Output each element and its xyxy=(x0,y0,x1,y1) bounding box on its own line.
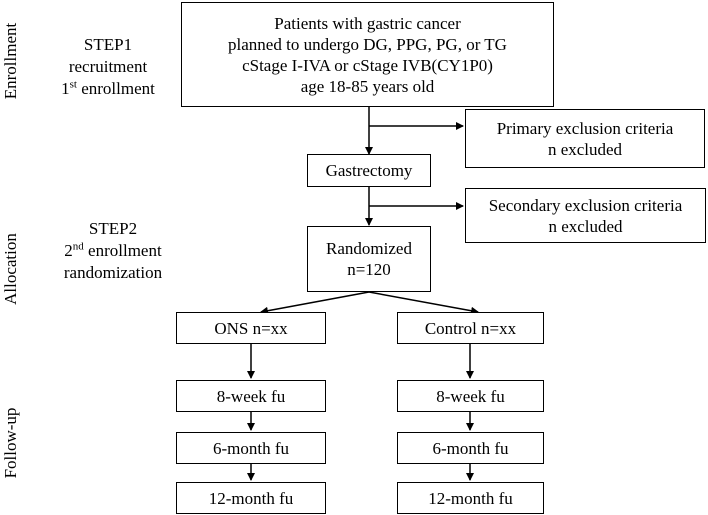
step2-ordinal-suffix: nd xyxy=(72,240,84,253)
control-6month-box: 6-month fu xyxy=(397,432,544,464)
side-label-allocation: Allocation xyxy=(1,233,20,305)
side-label-followup: Follow-up xyxy=(1,407,20,479)
ons-6month-label: 6-month fu xyxy=(212,438,290,458)
control-8week-label: 8-week fu xyxy=(436,386,505,406)
arrow-randomized-to-ons xyxy=(260,291,370,315)
step1-recruitment: recruitment xyxy=(68,57,148,76)
secondary-exclusion-count: n excluded xyxy=(548,216,623,236)
ons-12month-box: 12-month fu xyxy=(176,482,326,514)
patients-box: Patients with gastric cancer planned to … xyxy=(181,2,554,107)
step2-enrollment: 2nd enrollment xyxy=(38,240,188,262)
secondary-exclusion-box: Secondary exclusion criteria n excluded xyxy=(465,188,706,243)
ons-8week-label: 8-week fu xyxy=(216,386,286,406)
control-group-label: Control n=xx xyxy=(424,318,517,338)
control-12month-label: 12-month fu xyxy=(428,488,513,508)
step1-enrollment: 1st enrollment xyxy=(38,78,178,100)
patients-line-1: Patients with gastric cancer xyxy=(274,13,461,33)
step1-ordinal-suffix: st xyxy=(69,78,77,91)
ons-group-box: ONS n=xx xyxy=(176,312,326,344)
control-8week-box: 8-week fu xyxy=(397,380,544,412)
randomized-label: Randomized xyxy=(326,239,412,258)
step2-ordinal: 2 xyxy=(64,241,73,260)
ons-6month-box: 6-month fu xyxy=(176,432,326,464)
patients-line-2: planned to undergo DG, PPG, PG, or TG xyxy=(228,34,507,54)
patients-line-3: cStage I-IVA or cStage IVB(CY1P0) xyxy=(242,55,493,75)
primary-exclusion-count: n excluded xyxy=(547,139,623,159)
step2-label: STEP2 2nd enrollment randomization xyxy=(38,218,188,284)
step2-randomization: randomization xyxy=(63,263,163,282)
step1-enrollment-text: enrollment xyxy=(76,79,155,98)
step1-title: STEP1 xyxy=(83,35,133,54)
randomized-box: Randomized n=120 xyxy=(307,226,431,292)
step2-title: STEP2 xyxy=(88,219,138,238)
gastrectomy-box: Gastrectomy xyxy=(307,154,431,187)
control-6month-label: 6-month fu xyxy=(432,438,509,458)
randomized-count: n=120 xyxy=(347,260,391,279)
step1-label: STEP1 recruitment 1st enrollment xyxy=(38,34,178,100)
side-label-enrollment: Enrollment xyxy=(1,22,20,100)
step2-enrollment-text: enrollment xyxy=(83,241,162,260)
control-group-box: Control n=xx xyxy=(397,312,544,344)
gastrectomy-label: Gastrectomy xyxy=(325,161,413,180)
control-12month-box: 12-month fu xyxy=(397,482,544,514)
step1-ordinal: 1 xyxy=(61,79,70,98)
ons-group-label: ONS n=xx xyxy=(214,318,288,338)
ons-12month-label: 12-month fu xyxy=(208,488,294,508)
primary-exclusion-box: Primary exclusion criteria n excluded xyxy=(465,109,705,168)
ons-8week-box: 8-week fu xyxy=(176,380,326,412)
primary-exclusion-title: Primary exclusion criteria xyxy=(496,118,674,138)
arrow-randomized-to-control xyxy=(368,291,479,315)
secondary-exclusion-title: Secondary exclusion criteria xyxy=(488,195,683,215)
patients-line-4: age 18-85 years old xyxy=(300,76,435,96)
